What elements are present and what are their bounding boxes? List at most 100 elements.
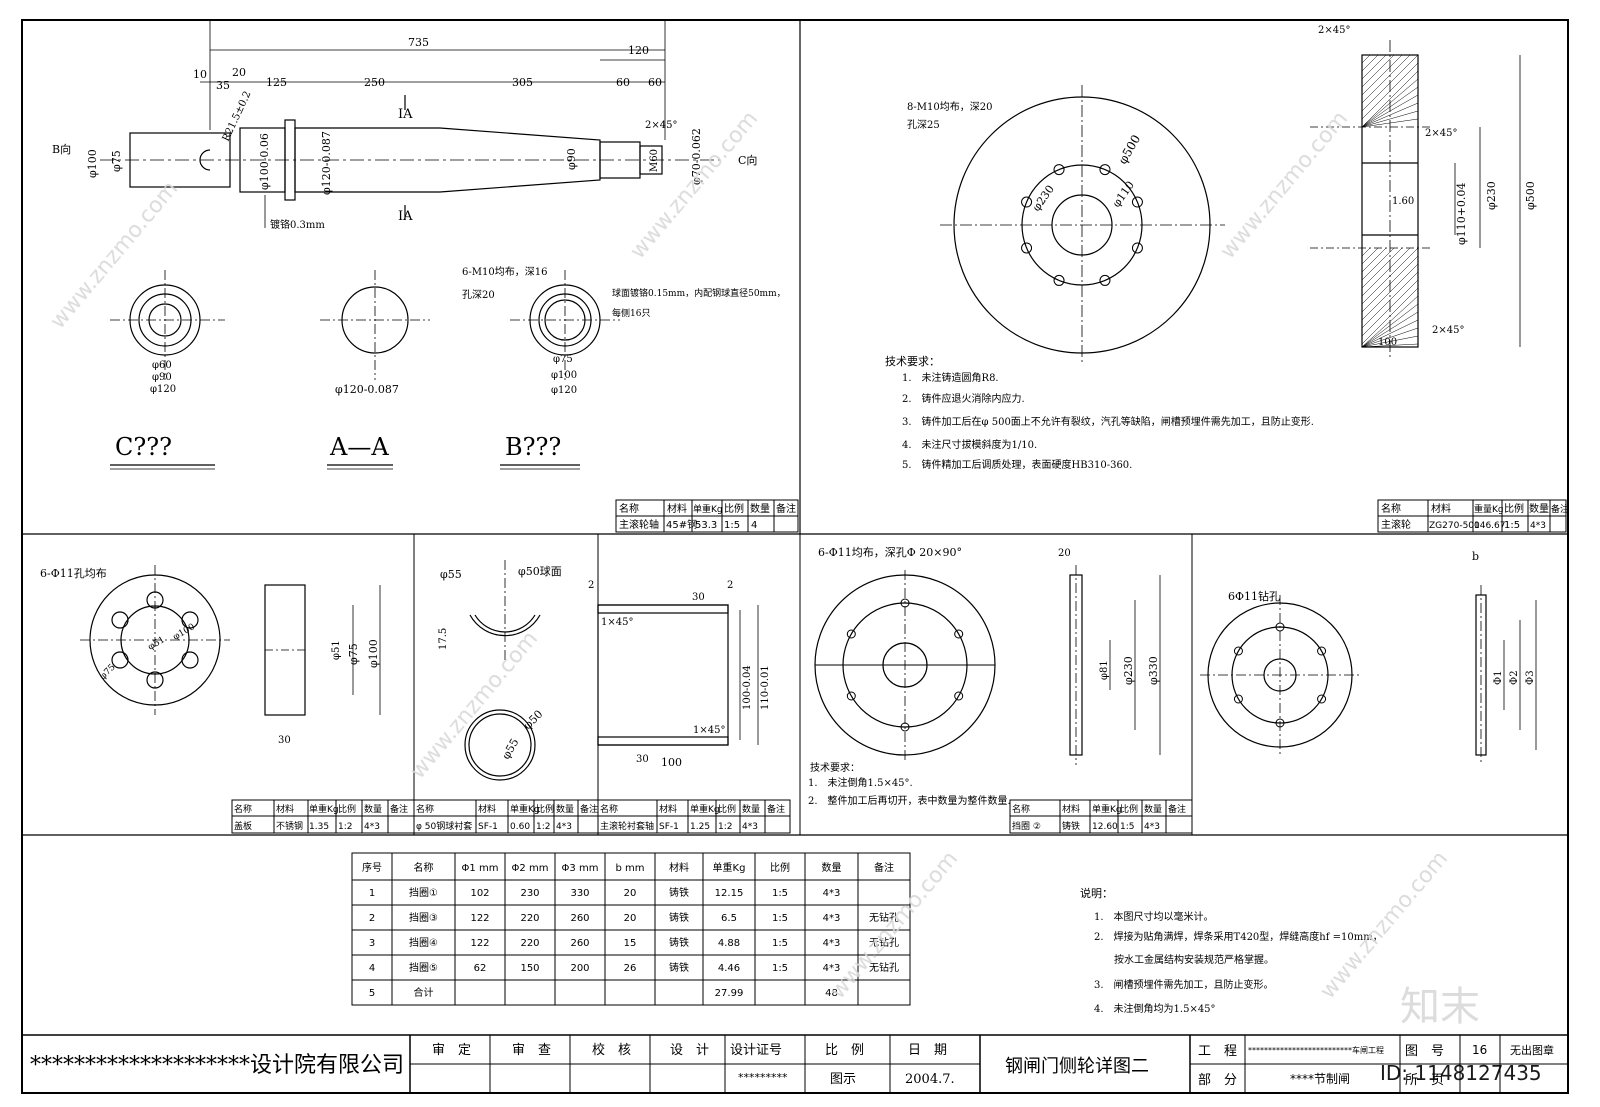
bolt-hole: [846, 691, 856, 701]
small-table-cell: 1:2: [338, 822, 352, 832]
ring3-dim-1: Φ1: [1493, 670, 1504, 685]
ring2-note: 6-Φ11均布，深孔Φ 20×90°: [818, 546, 962, 559]
ball-dim-5: φ55: [499, 736, 521, 761]
small-table-cell: 主滚轮衬套轴: [600, 820, 654, 832]
company-name: ********************设计院有限公司: [30, 1053, 404, 1078]
parts-table-cell: 5: [369, 988, 375, 999]
parts-table-cell: 1: [369, 888, 375, 899]
parts-table-cell: 200: [570, 963, 589, 974]
parts-table-cell: 4*3: [823, 938, 841, 949]
hatch-line: [1361, 54, 1395, 88]
hatch-line: [1361, 62, 1419, 120]
bolt-hole: [900, 722, 910, 732]
hatch-line: [1361, 247, 1419, 305]
wheel-chamfer-3: 2×45°: [1432, 325, 1464, 336]
sleeve-dim-7: 1×45°: [693, 725, 725, 736]
parts-table-cell: 20: [624, 888, 637, 899]
sleeve-dim-8: 30: [636, 754, 649, 765]
shaft-td-1: 主滚轮轴: [619, 518, 659, 531]
small-table-cell: 4*3: [742, 822, 758, 832]
shaft-th-5: 数量: [750, 502, 770, 515]
shaft-td-4: 1:5: [724, 520, 740, 531]
ring2-tech-2: 2. 整件加工后再切开，表中数量为整件数量.: [808, 794, 1011, 807]
wheel-labels: 8-M10均布，深20 孔深25 φ500 φ230 φ110 2×45° 2×…: [885, 25, 1537, 471]
cover-dim-7: φ51: [147, 635, 167, 653]
dim-735: 735: [408, 36, 429, 49]
parts-table-cell: 26: [624, 963, 637, 974]
cover-dim-5: φ75: [98, 662, 118, 682]
notes-1: 1. 本图尺寸均以毫米计。: [1094, 910, 1214, 923]
hatch-line: [1361, 311, 1419, 348]
small-table-cell: 不锈钢: [276, 820, 303, 832]
parts-table-cell: 挡圈③: [409, 911, 438, 924]
parts-table-cell: 1:5: [772, 913, 788, 924]
ring2-holes: [846, 598, 964, 732]
sleeve-dim-3: 30: [692, 592, 705, 603]
shaft-td-5: 4: [751, 520, 757, 531]
small-table-header: 材料: [659, 803, 677, 815]
ball-dim-3: 17.5: [438, 628, 449, 650]
small-table-cell: 12.60: [1092, 822, 1118, 832]
small-table-cell: 4*3: [556, 822, 572, 832]
notes-5: 4. 未注倒角均为1.5×45°: [1094, 1002, 1216, 1015]
shaft-th-4: 比例: [724, 502, 744, 515]
parts-table-cell: 1:5: [772, 963, 788, 974]
hatch-line: [1361, 54, 1387, 80]
small-table-header: 数量: [556, 803, 574, 815]
dim-120: 120: [628, 44, 649, 57]
parts-table-cell: 合计: [414, 986, 434, 999]
small-table-header: 名称: [234, 803, 252, 815]
dim-60a: 60: [616, 76, 630, 89]
dim-60b: 60: [648, 76, 662, 89]
parts-table-cell: 150: [520, 963, 539, 974]
parts-table-header: 材料: [669, 861, 689, 874]
sleeve-dim-9: 100: [661, 756, 682, 769]
bolt-hole: [954, 629, 964, 639]
tb-sheet-label: 所 页: [1405, 1073, 1444, 1088]
wheel-bolt-holes: [1021, 164, 1143, 286]
parts-table-cell: 12.15: [715, 888, 744, 899]
wheel-chamfer-2: 2×45°: [1425, 128, 1457, 139]
parts-table-cell: 1:5: [772, 888, 788, 899]
parts-table-header: 名称: [414, 861, 434, 874]
parts-table-cell: 62: [474, 963, 487, 974]
parts-table-cell: 挡圈①: [409, 886, 438, 899]
parts-table-header: 备注: [874, 861, 894, 874]
parts-table-cell: 15: [624, 938, 637, 949]
drawing-title: 钢闸门侧轮详图二: [1005, 1056, 1149, 1077]
wheel-tech-3: 3. 铸件加工后在φ 500面上不允许有裂纹，汽孔等缺陷，闸槽预埋件需先加工，且…: [902, 415, 1314, 428]
parts-table-header: 单重Kg: [713, 861, 746, 874]
hatch-line: [1361, 247, 1387, 273]
ring2-dim-2: φ81: [1099, 660, 1110, 680]
bolt-hole: [1233, 694, 1243, 704]
tb-project-value: **************************车闸工程: [1248, 1045, 1384, 1055]
tb-cert: *********: [738, 1071, 788, 1084]
dim-20: 20: [232, 66, 246, 79]
dim-125: 125: [266, 76, 287, 89]
title-block-grid: [22, 1034, 1568, 1093]
ring2-dim-1: 20: [1058, 548, 1071, 559]
tb-part-label: 部 分: [1198, 1073, 1237, 1088]
shaft-th-1: 名称: [619, 502, 639, 515]
hatch-line: [1361, 54, 1411, 104]
small-table-header: 名称: [1012, 803, 1030, 815]
hatch-line: [1361, 295, 1419, 348]
c-dim-1: φ60: [152, 360, 172, 371]
small-table-header: 备注: [1168, 803, 1186, 815]
wheel-dim-110-fit: φ110+0.04: [1455, 183, 1468, 245]
parts-table-cell: 4.88: [718, 938, 740, 949]
parts-table-cell: 铸铁: [669, 961, 689, 974]
b-dim-3: φ120: [551, 385, 577, 396]
hatch-line: [1361, 247, 1411, 297]
small-table-header: 比例: [718, 803, 736, 815]
ring2-tech-1: 1. 未注倒角1.5×45°.: [808, 776, 913, 789]
notes-3: 按水工金属结构安装规范严格掌握。: [1094, 953, 1274, 966]
ring3-drawing: [1200, 585, 1537, 765]
wheel-tech-title: 技术要求：: [885, 355, 940, 368]
wheel-td-1: 主滚轮: [1381, 518, 1411, 531]
hatch-line: [1361, 110, 1419, 128]
wheel-hatch: [1361, 54, 1419, 348]
hatch-line: [1361, 247, 1395, 281]
shaft-drawing: [100, 20, 720, 228]
watermark-id: ID: 1148127435: [1380, 1061, 1542, 1085]
